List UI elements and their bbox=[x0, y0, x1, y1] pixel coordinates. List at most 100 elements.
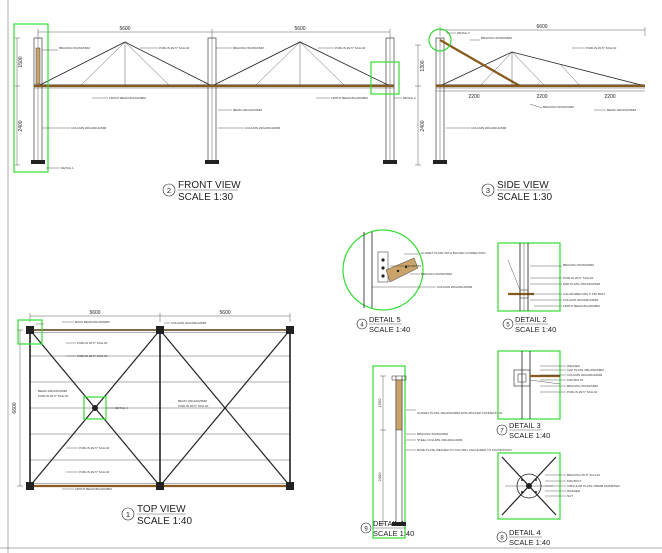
side-label-detail3: DETAIL 3 bbox=[457, 31, 470, 35]
top-column-3 bbox=[286, 326, 294, 334]
top-column-5 bbox=[156, 482, 164, 490]
side-truss-diag-1 bbox=[479, 51, 513, 87]
detail5-label-bolts: M16 BOLTS bbox=[405, 264, 421, 268]
side-caption-badge bbox=[481, 183, 495, 197]
top-brace-right-2 bbox=[159, 329, 291, 487]
detail2-label-galv: GALVANIZED M10 X 150 BOLT bbox=[563, 292, 606, 296]
top-label-detail4: DETAIL 4 bbox=[115, 406, 128, 410]
side-label-bracing: BRACING 50x50x5MM bbox=[481, 36, 512, 40]
detail4-center-bolt bbox=[526, 483, 532, 489]
top-label-front-beam: FRONT BEAM 80x40x5MM bbox=[75, 487, 112, 491]
front-label-detail2: DETAIL 2 bbox=[403, 96, 416, 100]
detail5-label-column: COLUMN 200x200x10MM bbox=[437, 285, 473, 289]
side-truss-diag-2 bbox=[511, 51, 546, 87]
front-base-left bbox=[31, 160, 45, 164]
side-bracing-wood bbox=[439, 39, 521, 87]
detail2-scale: SCALE 1:40 bbox=[515, 325, 556, 334]
detail1-dim-upper: 1500 bbox=[377, 398, 382, 408]
side-label-column: COLUMN 200x200x10MM bbox=[471, 126, 507, 130]
detail2-caption-badge bbox=[502, 318, 514, 330]
detail5-bolt-2 bbox=[381, 266, 385, 270]
front-truss-right-diag-2 bbox=[299, 41, 346, 87]
detail2-end-plate bbox=[519, 289, 529, 299]
detail4-caption-number: 8 bbox=[500, 536, 504, 542]
top-dim-span-right: 5600 bbox=[219, 310, 230, 316]
detail4-label-bolt: M16 BOLT bbox=[567, 479, 581, 483]
top-label-purlin-3: PURLIN Z0.5" SCH.40 bbox=[38, 394, 69, 398]
detail3-title: DETAIL 3 bbox=[509, 421, 541, 430]
side-callout-detail3 bbox=[428, 28, 452, 52]
front-dim-height-upper: 1500 bbox=[18, 56, 24, 67]
side-view-scale: SCALE 1:30 bbox=[497, 192, 552, 203]
detail5-bolt-3 bbox=[381, 274, 385, 278]
detail3-label-cap: CAP PLATE 180x180x5MM bbox=[567, 368, 604, 372]
top-label-purlin-4: PURLIN Z0.5" SCH.40 bbox=[79, 446, 110, 450]
detail1-label-base: BASE PLATE WELDED TO COLUMN, ANCHORED TO… bbox=[417, 448, 512, 452]
detail5-bracing-wood bbox=[385, 257, 419, 283]
detail1-scale: SCALE 1:40 bbox=[373, 529, 414, 538]
top-label-purlin-1: PURLIN Z0.5" SCH.40 bbox=[77, 341, 108, 345]
detail4-circular-plate bbox=[516, 473, 542, 499]
top-view: 5600 5600 6600 bbox=[12, 310, 294, 527]
side-label-purlin: PURLIN Z0.5" SCH.40 bbox=[586, 46, 617, 50]
detail5-caption-badge bbox=[356, 318, 368, 330]
detail4-bolt-3 bbox=[521, 491, 523, 493]
top-label-back-beam: BACK BEAM 80x40x5MM bbox=[75, 320, 110, 324]
side-base bbox=[433, 160, 447, 164]
front-label-front-beam-right: FRONT BEAM 80x40x5MM bbox=[331, 96, 368, 100]
front-view-title: FRONT VIEW bbox=[178, 180, 241, 191]
detail3-label-bolts: M16 BOLTS bbox=[567, 378, 583, 382]
detail1-caption-number: 9 bbox=[364, 527, 368, 533]
detail5: GUSSET PLATE WITH BOLTED CONNECTION M16 … bbox=[342, 229, 486, 334]
detail3-label-purlin: PURLIN Z0.5" SCH.40 bbox=[567, 390, 598, 394]
top-caption-badge bbox=[121, 507, 135, 521]
detail5-caption-number: 4 bbox=[360, 323, 364, 329]
detail2-label-purlin: PURLIN Z0.5" SCH.40 bbox=[563, 276, 594, 280]
front-callout-detail2 bbox=[370, 61, 400, 95]
top-view-title: TOP VIEW bbox=[137, 504, 186, 515]
front-label-column-mid: COLUMN 200x200x10MM bbox=[245, 126, 281, 130]
detail1-label-column: STEEL COLUMN 200x200x10MM bbox=[417, 438, 463, 442]
detail2-title: DETAIL 2 bbox=[515, 315, 547, 324]
side-dim-span: 6600 bbox=[536, 24, 547, 30]
detail4-label-washer: WASHER bbox=[567, 489, 581, 493]
detail3-cap-inner bbox=[517, 373, 527, 383]
front-dim-span-left: 5600 bbox=[119, 26, 130, 32]
side-label-bracing-low: BRACING 50x50x5MM bbox=[543, 105, 574, 109]
side-view: 6600 1300 2400 2200 2200 2200 DETAIL 3 B… bbox=[415, 24, 646, 203]
detail3-caption-badge bbox=[496, 424, 508, 436]
detail3-cap-box bbox=[513, 369, 531, 387]
detail3: WELDED CAP PLATE 180x180x5MM COLUMN 200x… bbox=[496, 350, 604, 440]
detail1: 1500 2400 GUSSET PLATE 150x150x5MM WITH … bbox=[360, 365, 512, 539]
top-label-beam100-right: BEAM 100x100x5MM bbox=[178, 399, 208, 403]
top-label-purlin-2: PURLIN Z0.5" SCH.40 bbox=[77, 354, 108, 358]
detail1-bracing-wood bbox=[395, 379, 403, 431]
detail5-callout bbox=[342, 229, 424, 311]
detail2-label-beam: FRONT BEAM 80x40x5MM bbox=[563, 304, 600, 308]
detail2-callout bbox=[497, 242, 561, 312]
detail1-caption-badge bbox=[360, 522, 372, 534]
front-dim-height-lower: 2400 bbox=[18, 120, 24, 131]
front-label-purlin-right: PURLIN Z0.5" SCH.40 bbox=[335, 46, 366, 50]
top-caption-number: 1 bbox=[126, 510, 130, 519]
front-label-bracing: BRACING 50x50x5MM bbox=[59, 46, 90, 50]
detail3-label-welded: WELDED bbox=[567, 364, 581, 368]
side-leader-bracing-low bbox=[529, 103, 543, 109]
front-truss-right-diag-1 bbox=[254, 41, 301, 87]
detail4-bolt-1 bbox=[521, 479, 523, 481]
detail4-label-bracing: BRACING Z0.5" SCH.40 bbox=[567, 473, 600, 477]
side-dim-height-lower: 2400 bbox=[420, 120, 426, 131]
front-label-purlin-left: PURLIN Z0.5" SCH.40 bbox=[159, 46, 190, 50]
side-truss-diag-3 bbox=[559, 63, 581, 87]
front-label-detail1: DETAIL 1 bbox=[61, 166, 74, 170]
top-column-4 bbox=[26, 482, 34, 490]
detail1-callout bbox=[372, 365, 406, 539]
detail4-bolt-2 bbox=[535, 479, 537, 481]
front-caption-badge bbox=[162, 183, 176, 197]
detail2: BRACING 50x50x5MM PURLIN Z0.5" SCH.40 EN… bbox=[497, 242, 606, 334]
front-dim-span-right: 5600 bbox=[294, 26, 305, 32]
detail5-bolt-4 bbox=[396, 269, 400, 273]
detail4: BRACING Z0.5" SCH.40 M16 BOLT CIRCULAR P… bbox=[496, 452, 620, 547]
front-label-column-left: COLUMN 200x200x10MM bbox=[71, 126, 107, 130]
